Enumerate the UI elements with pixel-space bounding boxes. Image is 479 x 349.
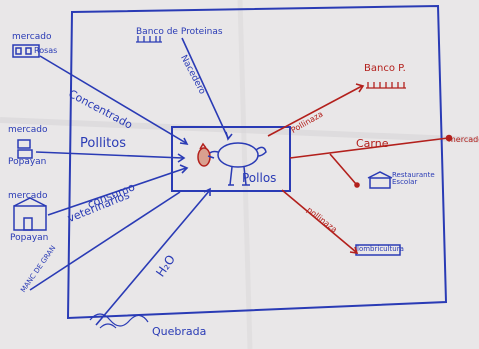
arrow-veterinarios <box>47 167 187 216</box>
market-icon-1 <box>12 44 40 58</box>
arrow-nacedero <box>181 37 229 139</box>
arrow-carne-mercado <box>289 137 449 159</box>
market-icon-2 <box>17 139 33 159</box>
label-rosas: Rosas <box>34 46 58 55</box>
arrow-head <box>349 246 359 254</box>
input-arrows <box>29 37 233 326</box>
label-popayan-2: Popayan <box>10 233 49 243</box>
label-restaurante: Restaurante Escolar <box>392 171 435 186</box>
paper-fold <box>0 117 479 143</box>
quebrada-doodle <box>89 313 149 329</box>
arrow-dot <box>445 134 453 142</box>
label-pollos: Pollos <box>242 171 277 185</box>
arrow-head <box>177 153 186 163</box>
arrow-head <box>179 137 189 146</box>
label-carne: Carne <box>356 137 389 150</box>
center-box <box>171 126 291 192</box>
label-mercado-1: mercado <box>12 32 52 42</box>
output-arrows <box>267 83 453 254</box>
label-mercado-2: mercado <box>8 125 48 135</box>
label-mercado-3: mercado <box>8 191 48 201</box>
arrow-h2o <box>95 189 211 326</box>
label-quebrada: Quebrada <box>152 325 207 338</box>
arrow-head <box>179 164 189 174</box>
arrow-head <box>203 187 211 196</box>
chicken-drawing <box>197 142 267 186</box>
label-popayan-1: Popayan <box>8 157 47 167</box>
arrow-head <box>225 131 233 141</box>
arrow-pollinaza-lombri <box>281 189 357 253</box>
line-manc <box>29 191 181 291</box>
arrow-carne-restaurante <box>329 153 357 185</box>
label-lombricultura: lombricultura <box>357 245 404 253</box>
arrow-pollinaza-banco <box>267 85 363 137</box>
arrow-pollitos <box>35 151 184 159</box>
system-boundary <box>66 4 448 320</box>
arrow-concentrado <box>39 55 187 144</box>
label-banco-p: Banco P. <box>364 63 406 74</box>
banco-p-icon <box>366 82 406 89</box>
arrow-dot <box>354 182 360 188</box>
protein-bank-icon <box>136 36 162 43</box>
label-banco-proteinas: Banco de Proteinas <box>136 27 223 37</box>
label-pollitos: Pollitos <box>80 136 126 151</box>
market-icon-3 <box>13 197 47 231</box>
restaurant-icon <box>367 171 393 189</box>
label-mercado-right: mercado <box>448 135 479 144</box>
arrow-head <box>355 83 365 93</box>
